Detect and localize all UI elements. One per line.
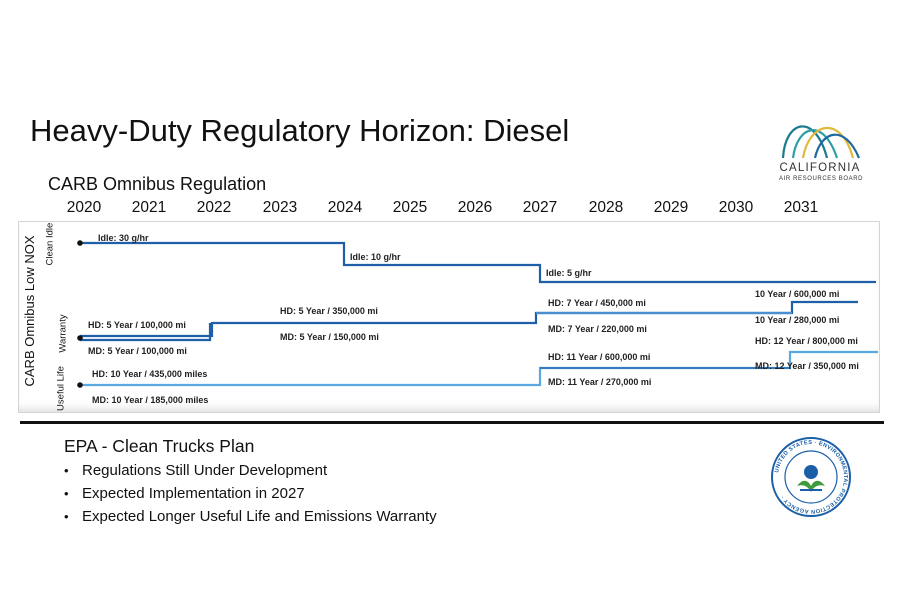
useful-life-start-dot <box>77 382 83 388</box>
year-label: 2027 <box>522 199 558 216</box>
label-useful-life-hd-2027: HD: 11 Year / 600,000 mi <box>548 352 651 362</box>
bullet-item: • Regulations Still Under Development <box>64 461 437 484</box>
california-air-resources-board-logo: CALIFORNIA AIR RESOURCES BOARD <box>775 106 864 190</box>
year-label: 2024 <box>327 199 363 216</box>
label-useful-life-md-2020: MD: 10 Year / 185,000 miles <box>92 395 209 405</box>
ca-logo-name: CALIFORNIA <box>779 162 861 174</box>
page-title: Heavy-Duty Regulatory Horizon: Diesel <box>30 113 570 148</box>
year-label: 2026 <box>457 199 493 216</box>
bullet-text: Expected Longer Useful Life and Emission… <box>82 508 437 525</box>
label-idle-30: Idle: 30 g/hr <box>98 233 149 243</box>
bullet-icon: • <box>64 463 69 478</box>
label-useful-life-hd-2031: HD: 12 Year / 800,000 mi <box>755 336 858 346</box>
year-label: 2031 <box>783 199 819 216</box>
bullet-item: • Expected Longer Useful Life and Emissio… <box>64 507 437 530</box>
bullet-icon: • <box>64 486 69 501</box>
bullet-item: • Expected Implementation in 2027 <box>64 484 437 507</box>
bullet-text: Regulations Still Under Development <box>82 462 328 479</box>
bullet-icon: • <box>64 509 69 524</box>
label-idle-5: Idle: 5 g/hr <box>546 268 592 278</box>
year-label: 2028 <box>588 199 624 216</box>
bullet-text: Expected Implementation in 2027 <box>82 485 305 502</box>
section-divider <box>20 421 884 424</box>
year-label: 2030 <box>718 199 754 216</box>
year-label: 2023 <box>262 199 298 216</box>
label-idle-10: Idle: 10 g/hr <box>350 252 401 262</box>
label-warranty-hd-2031: 10 Year / 600,000 mi <box>755 289 840 299</box>
label-warranty-md-2027: MD: 7 Year / 220,000 mi <box>548 324 647 334</box>
ca-logo-subtitle: AIR RESOURCES BOARD <box>779 176 864 182</box>
label-warranty-md-2022: MD: 5 Year / 150,000 mi <box>280 332 379 342</box>
idle-line <box>80 241 876 284</box>
idle-start-dot <box>77 240 83 246</box>
epa-seal-logo: UNITED STATES · ENVIRONMENTAL PROTECTION… <box>770 436 852 518</box>
label-useful-life-md-2027: MD: 11 Year / 270,000 mi <box>548 377 652 387</box>
warranty-md-line <box>80 323 212 342</box>
warranty-hd-line <box>80 300 858 338</box>
label-warranty-hd-2020: HD: 5 Year / 100,000 mi <box>88 320 186 330</box>
year-label: 2020 <box>66 199 102 216</box>
label-warranty-md-2020: MD: 5 Year / 100,000 mi <box>88 346 187 356</box>
epa-bullet-list: • Regulations Still Under Development • Ex… <box>64 461 437 530</box>
epa-section-title: EPA - Clean Trucks Plan <box>64 436 255 456</box>
year-label: 2021 <box>131 199 167 216</box>
label-useful-life-hd-2020: HD: 10 Year / 435,000 miles <box>92 369 208 379</box>
label-warranty-hd-2022: HD: 5 Year / 350,000 mi <box>280 306 378 316</box>
section-subtitle: CARB Omnibus Regulation <box>48 174 267 194</box>
epa-seal-icon: UNITED STATES · ENVIRONMENTAL PROTECTION… <box>771 437 851 517</box>
label-warranty-md-2031: 10 Year / 280,000 mi <box>755 315 840 325</box>
year-label: 2022 <box>196 199 232 216</box>
arch-icon <box>781 125 861 159</box>
warranty-start-dot <box>77 335 83 341</box>
timeline-panel <box>18 221 880 413</box>
year-label: 2025 <box>392 199 428 216</box>
label-useful-life-md-2031: MD: 12 Year / 350,000 mi <box>755 361 859 371</box>
year-label: 2029 <box>653 199 689 216</box>
label-warranty-hd-2027: HD: 7 Year / 450,000 mi <box>548 298 646 308</box>
